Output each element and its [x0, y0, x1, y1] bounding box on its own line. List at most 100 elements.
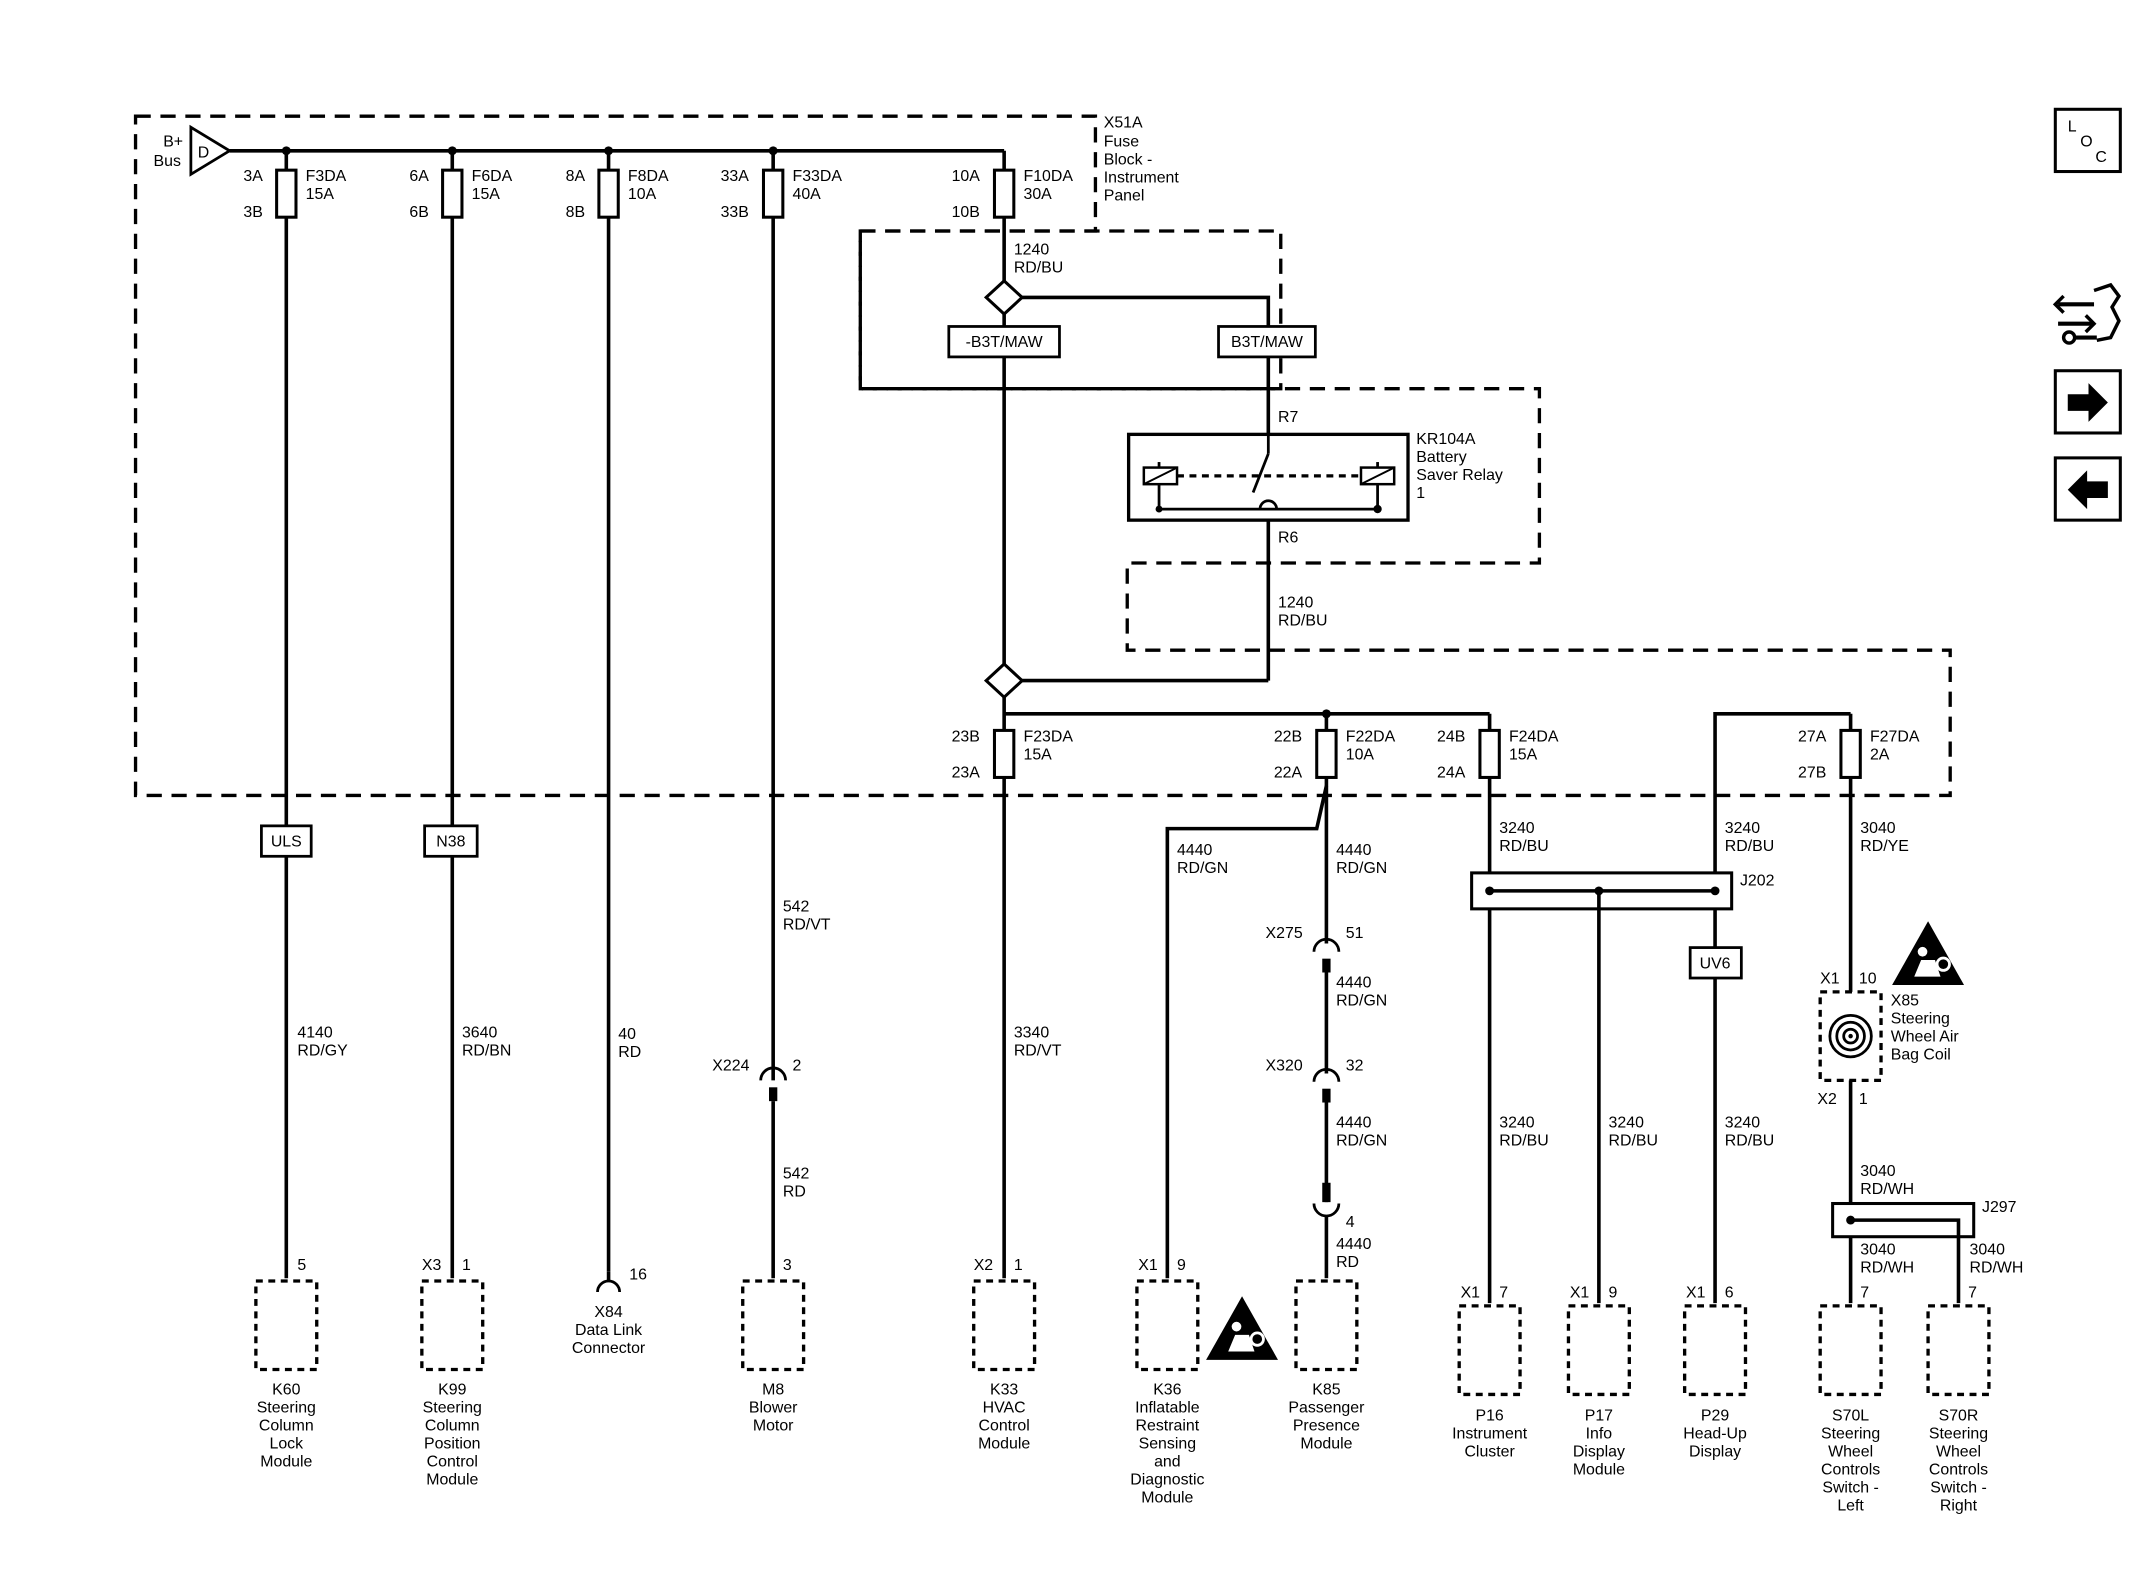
- fuse-rating: 15A: [1509, 746, 1538, 763]
- wire-color: RD/GN: [1336, 993, 1387, 1010]
- fuse-pin: 23A: [952, 764, 981, 781]
- option-tag-right: [1217, 325, 1317, 359]
- arrow-right-icon: [2067, 383, 2108, 422]
- diagnostic-tool-icon[interactable]: [2052, 282, 2122, 345]
- fuse-pin: 3A: [243, 168, 263, 185]
- svg-text:Switch -: Switch -: [1930, 1480, 1987, 1497]
- battery-saver-relay: [1126, 432, 1410, 522]
- wire-circuit: 3040: [1860, 820, 1896, 837]
- splice-pack-j202: [1470, 871, 1734, 911]
- fuse-f10da: [992, 168, 1016, 219]
- svg-text:7: 7: [1968, 1285, 1977, 1302]
- fuse-name: F6DA: [472, 168, 513, 185]
- relay-pin: R7: [1278, 409, 1298, 426]
- location-button[interactable]: L O C: [2053, 107, 2122, 174]
- svg-text:K85: K85: [1312, 1381, 1340, 1398]
- svg-text:1: 1: [1014, 1257, 1023, 1274]
- wire-circuit: 4140: [297, 1025, 333, 1042]
- wire-color: RD: [783, 1184, 806, 1201]
- next-page-button[interactable]: [2053, 369, 2122, 435]
- fuse-pin: 24A: [1437, 764, 1466, 781]
- svg-text:Controls: Controls: [1821, 1462, 1880, 1479]
- wire-circuit: 3040: [1860, 1242, 1896, 1259]
- fuse-pin: 33A: [721, 168, 750, 185]
- fuse-rating: 10A: [1346, 746, 1375, 763]
- wire-color: RD/BU: [1725, 1132, 1774, 1149]
- option-tag-label: ULS: [271, 834, 302, 851]
- svg-text:X84: X84: [594, 1304, 622, 1321]
- female-terminal: [596, 1279, 622, 1293]
- coil-label: Steering: [1891, 1011, 1950, 1028]
- arrow-left-icon: [2067, 470, 2108, 510]
- wire-circuit: 3240: [1609, 1114, 1645, 1131]
- bus-label: B+: [163, 134, 183, 151]
- svg-text:Instrument: Instrument: [1452, 1426, 1528, 1443]
- svg-text:S70R: S70R: [1939, 1408, 1979, 1425]
- wire-color: RD/BU: [1278, 612, 1327, 629]
- svg-text:X1: X1: [1570, 1285, 1590, 1302]
- wire-circuit: 3240: [1499, 820, 1535, 837]
- option-tag-left: [947, 325, 1061, 359]
- svg-text:Switch -: Switch -: [1822, 1480, 1879, 1497]
- svg-text:S70L: S70L: [1832, 1408, 1869, 1425]
- component-k33: X2 1 K33 HVAC Control Module: [972, 1257, 1037, 1452]
- relay-label: Saver Relay: [1416, 467, 1503, 484]
- diode-symbol: [189, 124, 233, 177]
- svg-text:X3: X3: [422, 1257, 442, 1274]
- svg-text:Passenger: Passenger: [1288, 1399, 1365, 1416]
- loc-letter: L: [2068, 118, 2077, 135]
- fuse-pin: 8A: [566, 168, 586, 185]
- wire-circuit: 3240: [1725, 1114, 1761, 1131]
- fuse-name: F10DA: [1024, 168, 1074, 185]
- option-region-outline: [858, 229, 1283, 391]
- fuse-pin: 6B: [409, 204, 428, 221]
- wire-circuit: 3340: [1014, 1025, 1050, 1042]
- svg-text:Info: Info: [1586, 1426, 1613, 1443]
- connector-pin: 4: [1346, 1214, 1355, 1231]
- option-tag-label: -B3T/MAW: [966, 334, 1043, 351]
- svg-text:Lock: Lock: [270, 1435, 304, 1452]
- svg-text:Steering: Steering: [423, 1399, 482, 1416]
- option-tag-label: N38: [436, 834, 465, 851]
- wire-color: RD/GN: [1336, 860, 1387, 877]
- splice-id: J297: [1982, 1199, 2017, 1216]
- svg-text:Head-Up: Head-Up: [1683, 1426, 1747, 1443]
- wire-color: RD: [1336, 1254, 1359, 1271]
- wire-color: RD/WH: [1860, 1260, 1914, 1277]
- component-k85: K85 Passenger Presence Module: [1288, 1279, 1365, 1452]
- previous-page-button[interactable]: [2053, 456, 2122, 522]
- svg-text:X1: X1: [1138, 1257, 1158, 1274]
- svg-text:K36: K36: [1153, 1381, 1181, 1398]
- k85-terminal: [1312, 1182, 1341, 1218]
- svg-text:and: and: [1154, 1453, 1181, 1470]
- svg-text:Module: Module: [1573, 1462, 1625, 1479]
- wire-circuit: 3040: [1970, 1242, 2006, 1259]
- fuse-f22da: [1315, 728, 1338, 779]
- fuse-f6da: [441, 168, 464, 219]
- svg-text:1: 1: [462, 1257, 471, 1274]
- fuse-rating: 15A: [306, 186, 335, 203]
- svg-text:Wheel: Wheel: [1936, 1444, 1981, 1461]
- svg-text:Steering: Steering: [1929, 1426, 1988, 1443]
- svg-text:Steering: Steering: [257, 1399, 316, 1416]
- fuse-rating: 30A: [1024, 186, 1053, 203]
- wire-circuit: 542: [783, 899, 810, 916]
- svg-text:X51A: X51A: [1104, 114, 1143, 131]
- wire: [1713, 712, 1851, 896]
- fuse-pin: 10B: [952, 204, 980, 221]
- fuse-pin: 8B: [566, 204, 585, 221]
- svg-text:M8: M8: [762, 1381, 784, 1398]
- svg-text:Controls: Controls: [1929, 1462, 1988, 1479]
- svg-text:P29: P29: [1701, 1408, 1729, 1425]
- splice-pack-j297: [1831, 1201, 1976, 1304]
- relay-pin: R6: [1278, 529, 1298, 546]
- fuse-rating: 15A: [1024, 746, 1053, 763]
- svg-text:7: 7: [1860, 1285, 1869, 1302]
- wire-circuit: 3240: [1725, 820, 1761, 837]
- svg-text:X1: X1: [1686, 1285, 1706, 1302]
- svg-text:Sensing: Sensing: [1139, 1435, 1196, 1452]
- fuse-f23da: [992, 728, 1016, 779]
- svg-text:Restraint: Restraint: [1136, 1417, 1200, 1434]
